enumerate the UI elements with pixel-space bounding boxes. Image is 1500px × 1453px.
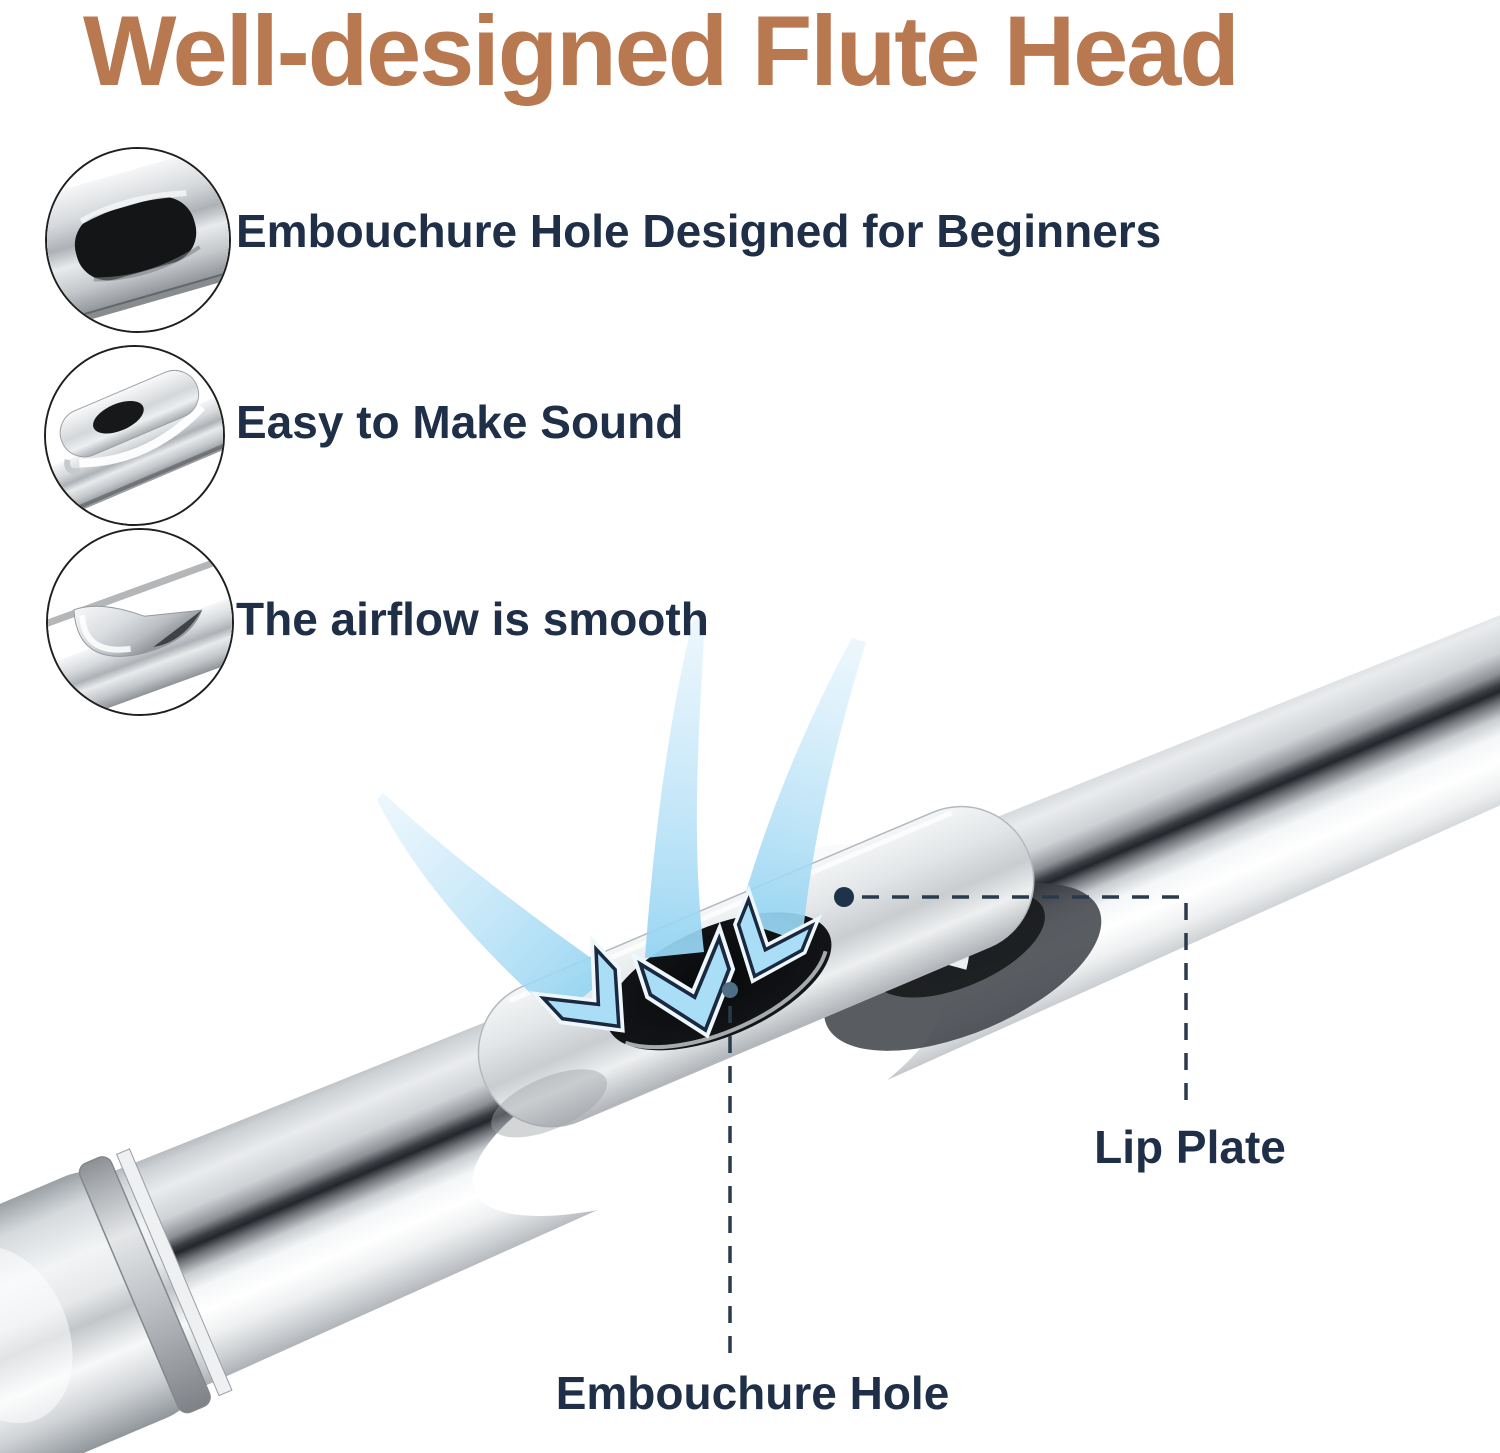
airflow-stream-middle [645, 618, 705, 958]
lip-plate-callout-line [862, 895, 1188, 1104]
feature-label-embouchure: Embouchure Hole Designed for Beginners [236, 205, 1162, 257]
lip-plate-angled-thumbnail [44, 345, 225, 526]
feature-label-easy-sound: Easy to Make Sound [236, 396, 684, 448]
airflow-stream-right [738, 638, 866, 942]
callout-connectors [722, 887, 1188, 1357]
lip-plate-callout-dot [834, 887, 854, 907]
lip-plate-tip-shading [491, 1069, 608, 1138]
lip-plate-edge-thumbnail [46, 528, 234, 716]
embouchure-callout-dot [722, 982, 738, 998]
page-title: Well-designed Flute Head [83, 0, 1240, 106]
feature-label-airflow: The airflow is smooth [236, 593, 709, 645]
airflow-stream-left [377, 793, 612, 1018]
embouchure-hole-rim [624, 950, 828, 1050]
airflow-streams [377, 618, 866, 1051]
crown-cap [0, 1148, 233, 1453]
embouchure-closeup-thumbnail [45, 147, 231, 333]
embouchure-hole-label: Embouchure Hole [555, 1367, 950, 1419]
lip-plate-reflection [472, 970, 941, 1216]
lip-plate-label: Lip Plate [1094, 1121, 1286, 1173]
